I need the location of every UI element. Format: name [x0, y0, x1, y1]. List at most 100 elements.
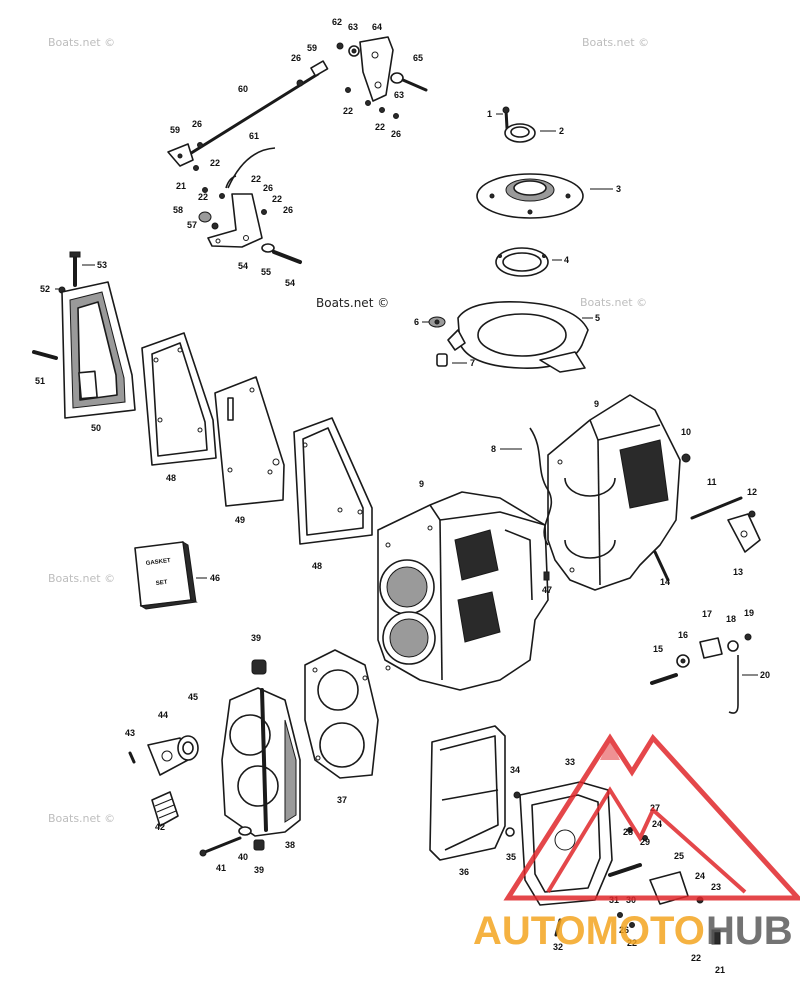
part-label: 54 [238, 261, 248, 271]
part-label: 6 [414, 317, 419, 327]
part-label: 48 [312, 561, 322, 571]
part-label: 34 [510, 765, 520, 775]
part-label: 7 [470, 358, 475, 368]
part-label: 29 [640, 837, 650, 847]
crankcase-half [529, 394, 681, 591]
part-label: 9 [419, 479, 424, 489]
box-text-set: SET [156, 580, 169, 587]
watermark: Boats.net © [48, 812, 115, 825]
part-label: 21 [715, 965, 725, 975]
part-label: 8 [491, 444, 496, 454]
part-label: 59 [307, 43, 317, 53]
part-label: 43 [125, 728, 135, 738]
part-label: 25 [674, 851, 684, 861]
part-label: 24 [652, 819, 662, 829]
part-label: 9 [594, 399, 599, 409]
part-label: 41 [216, 863, 226, 873]
part-label: 16 [678, 630, 688, 640]
part-label: 33 [565, 757, 575, 767]
part-label: 11 [707, 477, 717, 487]
part-label: 26 [291, 53, 301, 63]
gasket-set-box: GASKET SET [134, 541, 198, 610]
watermark: Boats.net © [582, 36, 649, 49]
part-label: 45 [188, 692, 198, 702]
part-label: 24 [695, 871, 705, 881]
right-small-parts [650, 453, 761, 714]
leader-lines [55, 113, 758, 676]
part-label: 42 [155, 822, 165, 832]
part-label: 63 [348, 22, 358, 32]
part-label: 50 [91, 423, 101, 433]
part-label: 38 [285, 840, 295, 850]
part-label: 15 [653, 644, 663, 654]
part-label: 17 [702, 609, 712, 619]
part-label: 26 [619, 925, 629, 935]
part-label: 22 [272, 194, 282, 204]
part-label: 27 [650, 803, 660, 813]
part-label: 3 [616, 184, 621, 194]
logo-text-hub: HUB [706, 909, 793, 953]
watermark: Boats.net © [48, 572, 115, 585]
part-label: 22 [691, 953, 701, 963]
part-label: 35 [506, 852, 516, 862]
part-number-labels: 62 63 64 59 26 65 60 63 22 22 26 1 2 3 5… [35, 17, 770, 975]
exhaust-cover-stack [32, 251, 373, 545]
part-label: 22 [251, 174, 261, 184]
bearing-retainer-parts [428, 106, 589, 373]
part-label: 47 [542, 585, 552, 595]
part-label: 1 [487, 109, 492, 119]
part-label: 44 [158, 710, 168, 720]
part-label: 18 [726, 614, 736, 624]
part-label: 22 [210, 158, 220, 168]
part-label: 54 [285, 278, 295, 288]
part-label: 26 [192, 119, 202, 129]
part-label: 28 [623, 827, 633, 837]
part-label: 39 [251, 633, 261, 643]
part-label: 26 [263, 183, 273, 193]
part-label: 53 [97, 260, 107, 270]
part-label: 14 [660, 577, 670, 587]
part-label: 46 [210, 573, 220, 583]
part-label: 23 [711, 882, 721, 892]
part-label: 48 [166, 473, 176, 483]
automotohub-logo: AUTOMOTO HUB [473, 733, 800, 953]
watermark: Boats.net © [580, 296, 647, 309]
part-label: 19 [744, 608, 754, 618]
part-label: 37 [337, 795, 347, 805]
part-label: 61 [249, 131, 259, 141]
part-label: 10 [681, 427, 691, 437]
watermark: Boats.net © [48, 36, 115, 49]
part-label: 64 [372, 22, 382, 32]
part-label: 26 [391, 129, 401, 139]
part-label: 20 [760, 670, 770, 680]
part-label: 22 [198, 192, 208, 202]
watermark: Boats.net © [316, 296, 389, 310]
box-text-gasket: GASKET [146, 558, 172, 567]
logo-text-automoto: AUTOMOTO [473, 909, 705, 953]
part-label: 22 [375, 122, 385, 132]
part-label: 22 [343, 106, 353, 116]
part-label: 21 [176, 181, 186, 191]
part-label: 32 [553, 942, 563, 952]
part-label: 65 [413, 53, 423, 63]
part-label: 2 [559, 126, 564, 136]
part-label: 40 [238, 852, 248, 862]
cylinder-head-cover-parts [128, 649, 379, 857]
logo-mountain-icon [503, 733, 800, 901]
part-label: 22 [627, 938, 637, 948]
watermarks: Boats.net © Boats.net © Boats.net © Boat… [48, 36, 649, 825]
part-label: 36 [459, 867, 469, 877]
part-label: 52 [40, 284, 50, 294]
part-label: 13 [733, 567, 743, 577]
part-label: 49 [235, 515, 245, 525]
part-label: 58 [173, 205, 183, 215]
part-label: 63 [394, 90, 404, 100]
cylinder-block [377, 491, 549, 691]
throttle-linkage [167, 36, 428, 264]
part-label: 57 [187, 220, 197, 230]
part-label: 39 [254, 865, 264, 875]
part-label: 51 [35, 376, 45, 386]
logo-inner-peak-icon [546, 786, 747, 894]
part-label: 26 [283, 205, 293, 215]
